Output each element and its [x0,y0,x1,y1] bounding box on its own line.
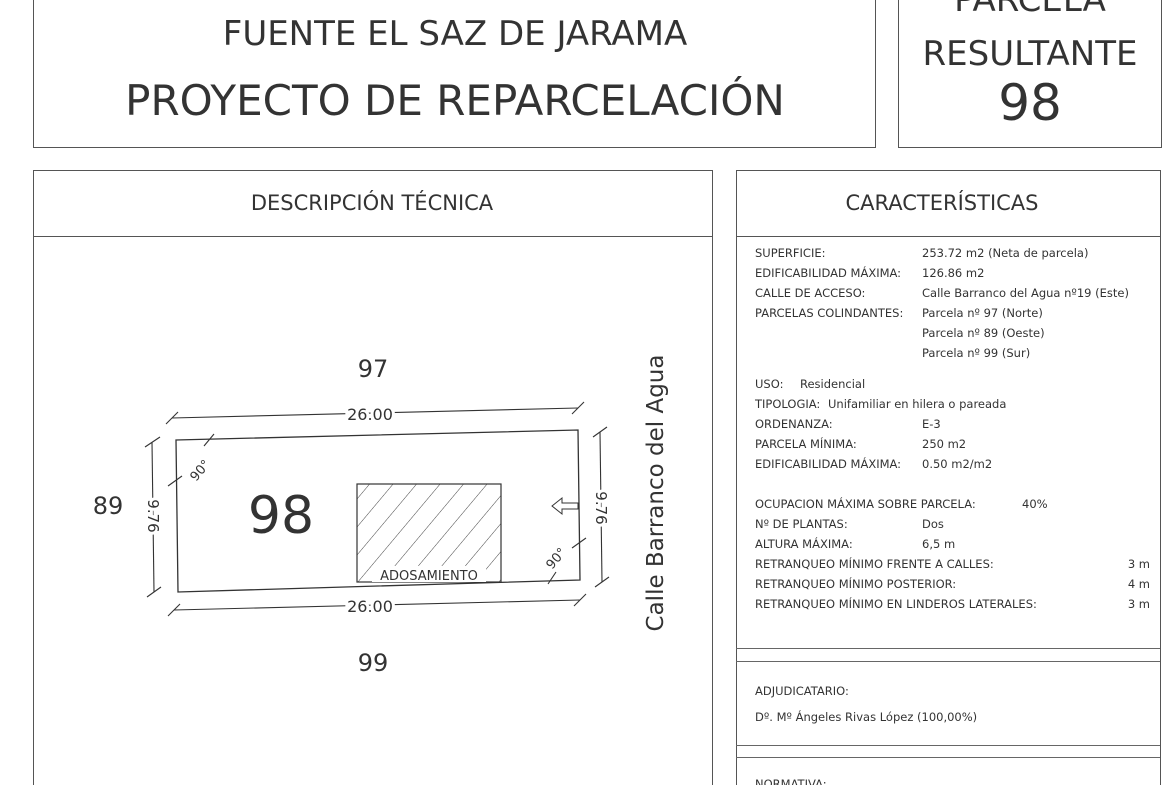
field-value: 3 m [1127,557,1150,571]
right-dimension: 9.76 [592,491,610,524]
field-label: CALLE DE ACCESO: [755,286,866,300]
street-name: Calle Barranco del Agua [643,355,669,632]
field-label: PARCELAS COLINDANTES: [755,306,904,320]
tipologia-value: Unifamiliar en hilera o pareada [828,397,1007,411]
adjudicatario-label: ADJUDICATARIO: [755,684,849,698]
field-label: ORDENANZA: [755,417,833,431]
angle-bottom-right: 90° [544,545,570,572]
ocupacion-label: OCUPACION MÁXIMA SOBRE PARCELA: [755,497,976,511]
parcel-number-block [898,0,1162,148]
field-label: PARCELA MÍNIMA: [755,437,857,451]
west-neighbor: 89 [93,492,124,520]
divider [736,757,1160,758]
parcel-number-label: 98 [248,486,314,546]
field-value: 4 m [1127,577,1150,591]
divider [736,648,1160,649]
north-neighbor: 97 [358,355,389,383]
field-label: EDIFICABILIDAD MÁXIMA: [755,457,902,471]
field-value: 6,5 m [922,537,956,551]
field-value: 253.72 m2 (Neta de parcela) [922,246,1089,260]
project-title: PROYECTO DE REPARCELACIÓN [125,76,785,125]
field-label: SUPERFICIE: [755,246,826,260]
field-value: E-3 [922,417,941,431]
municipality-title: FUENTE EL SAZ DE JARAMA [222,14,688,54]
normativa-label: NORMATIVA: [755,777,827,785]
south-neighbor: 99 [358,649,389,677]
field-label: Nº DE PLANTAS: [755,517,848,531]
field-value: Parcela nº 89 (Oeste) [922,326,1045,340]
field-value: 126.86 m2 [922,266,985,280]
parcel-label: PARCELA [954,0,1106,20]
ocupacion-value: 40% [1022,497,1048,511]
resultante-label: RESULTANTE [922,34,1138,74]
description-title: DESCRIPCIÓN TÉCNICA [250,191,494,215]
access-arrow-icon [551,496,579,516]
adjudicatario-value: Dº. Mº Ángeles Rivas López (100,00%) [755,710,978,724]
angle-top-left: 90° [188,457,214,484]
top-dimension: 26.00 [347,405,393,424]
characteristics-header [736,170,1161,237]
tipologia-label: TIPOLOGIA: [755,397,821,411]
field-value: Dos [922,517,944,531]
divider [736,661,1160,662]
uso-label: USO: [755,377,784,391]
field-label: ALTURA MÁXIMA: [755,537,853,551]
left-dimension: 9.76 [144,499,162,532]
characteristics-title: CARACTERÍSTICAS [845,191,1039,215]
field-value: Parcela nº 99 (Sur) [922,346,1031,360]
parcel-outline [175,429,581,593]
divider [736,745,1160,746]
field-label: EDIFICABILIDAD MÁXIMA: [755,266,902,280]
field-value: 250 m2 [922,437,967,451]
field-value: 0.50 m2/m2 [922,457,993,471]
attached-label: ADOSAMIENTO [380,569,478,584]
field-label: RETRANQUEO MÍNIMO EN LINDEROS LATERALES: [755,597,1037,611]
dimension-lines [144,401,610,617]
parcel-number: 98 [998,74,1062,132]
title-block [33,0,876,148]
field-value: Parcela nº 97 (Norte) [922,306,1043,320]
field-label: RETRANQUEO MÍNIMO FRENTE A CALLES: [755,557,994,571]
bottom-dimension: 26.00 [347,597,393,616]
uso-value: Residencial [800,377,866,391]
field-label: RETRANQUEO MÍNIMO POSTERIOR: [755,577,957,591]
field-value: Calle Barranco del Agua nº19 (Este) [922,286,1129,300]
field-value: 3 m [1127,597,1150,611]
description-header [33,170,713,237]
